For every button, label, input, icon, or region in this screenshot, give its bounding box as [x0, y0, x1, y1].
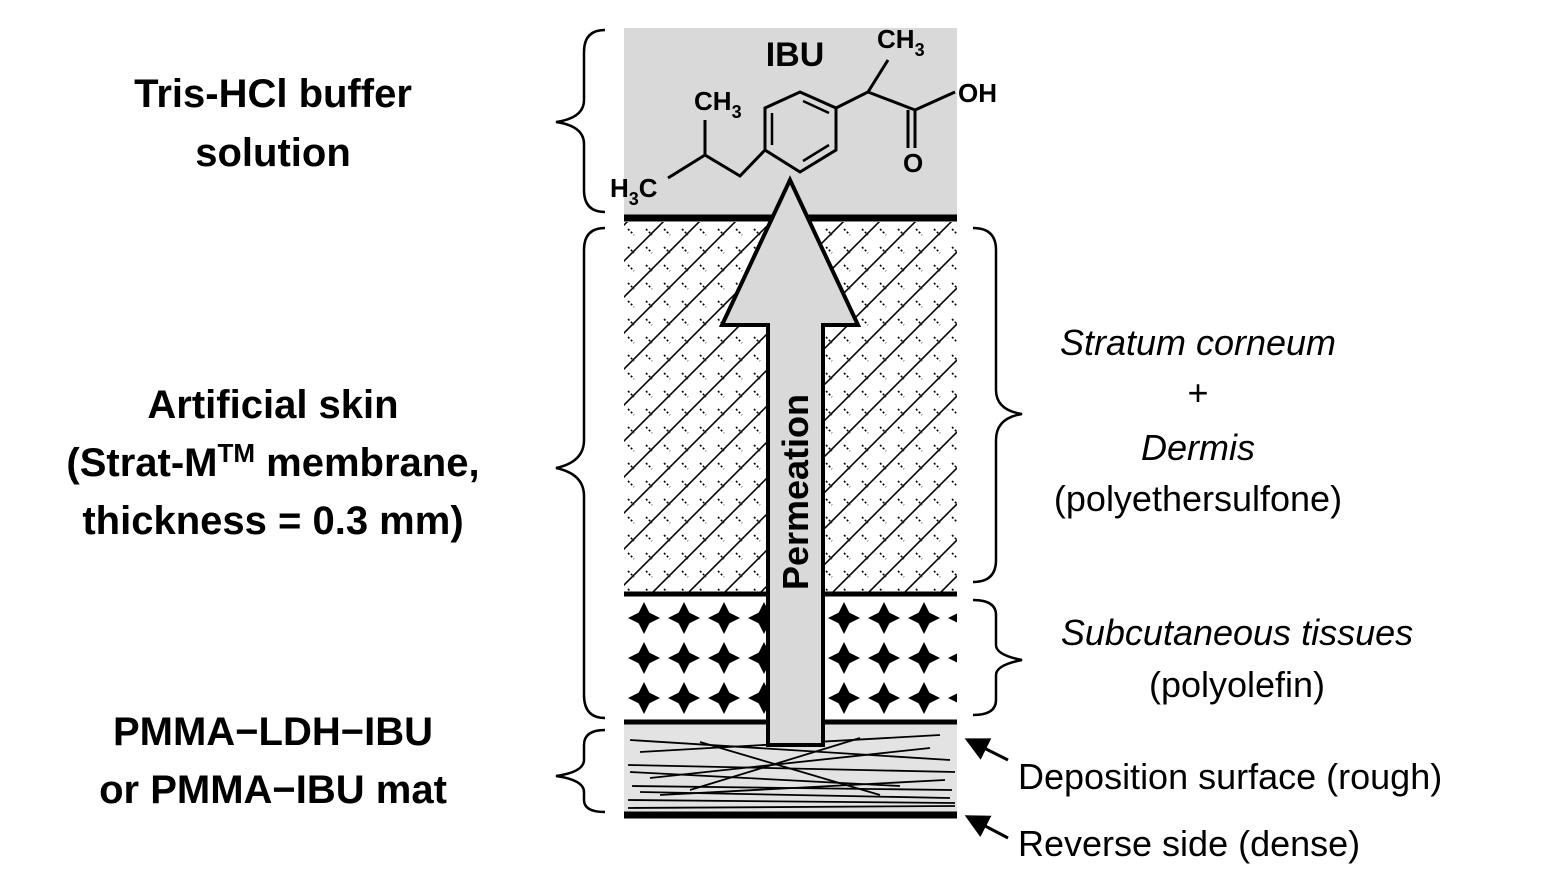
mat-brace: [555, 728, 606, 814]
left-braces: [555, 28, 606, 814]
dermis-brace: [972, 226, 1023, 584]
plus-label: +: [1187, 372, 1208, 413]
o-label: O: [903, 148, 923, 178]
skin-label-line3: thickness = 0.3 mm): [82, 499, 463, 543]
deposition-surface-label: Deposition surface (rough): [1018, 756, 1442, 797]
dermis-label: Dermis: [1141, 427, 1255, 468]
oh-label: OH: [958, 78, 997, 108]
ch3-top-label: CH3: [877, 24, 925, 60]
skin-label-line1: Artificial skin: [147, 383, 398, 427]
ibu-label: IBU: [766, 36, 825, 74]
subcutaneous-material-label: (polyolefin): [1149, 664, 1325, 705]
reverse-side-label: Reverse side (dense): [1018, 823, 1360, 864]
buffer-label-line1: Tris-HCl buffer: [134, 72, 412, 116]
reverse-pointer-icon: [964, 815, 1009, 840]
buffer-label-line2: solution: [195, 131, 351, 175]
h3c-label: H3C: [610, 173, 658, 209]
skin-brace: [555, 226, 606, 720]
mat-label-line1: PMMA−LDH−IBU: [113, 710, 433, 754]
ch3-mid-label: CH3: [694, 86, 742, 122]
permeation-arrow: [718, 175, 862, 747]
left-labels: Tris-HCl buffer solution Artificial skin…: [66, 72, 479, 812]
right-braces: [972, 226, 1023, 717]
skin-label-line2: (Strat-MTM membrane,: [66, 438, 479, 485]
buffer-brace: [555, 28, 606, 214]
ibuprofen-structure: [667, 59, 956, 180]
stratum-corneum-label: Stratum corneum: [1060, 322, 1336, 363]
deposition-pointer-icon: [964, 738, 1009, 762]
subcutaneous-label: Subcutaneous tissues: [1061, 612, 1413, 653]
right-labels: Stratum corneum + Dermis (polyethersulfo…: [1018, 322, 1442, 864]
subcutaneous-brace: [972, 598, 1023, 717]
permeation-label: Permeation: [775, 394, 816, 590]
dermis-material-label: (polyethersulfone): [1054, 478, 1342, 519]
mat-label-line2: or PMMA−IBU mat: [99, 768, 447, 812]
